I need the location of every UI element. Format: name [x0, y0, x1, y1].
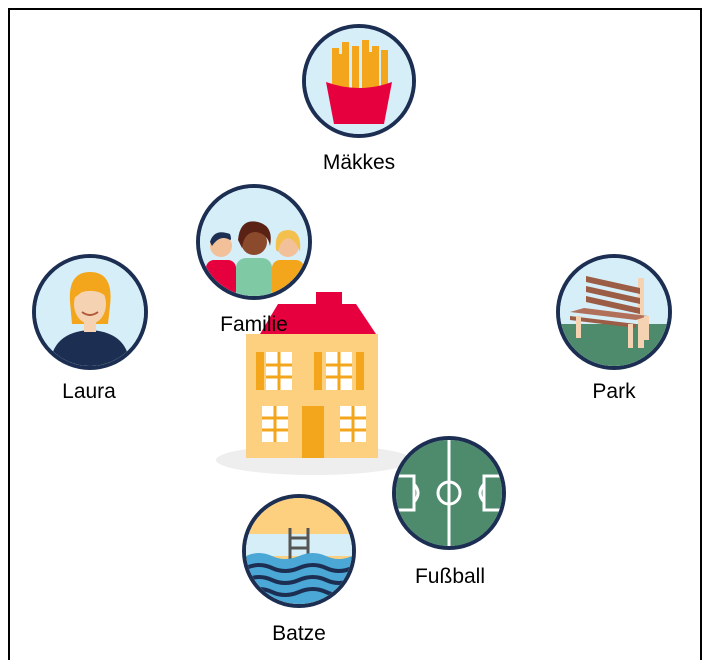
football-field-icon [396, 440, 502, 546]
family-icon [200, 188, 308, 296]
label-familie: Familie [220, 313, 288, 336]
house-icon [216, 288, 412, 478]
node-batze [242, 494, 356, 608]
node-fussball [392, 436, 506, 550]
fries-icon [306, 28, 412, 134]
label-batze: Batze [272, 622, 326, 645]
node-familie [196, 184, 312, 300]
label-fussball: Fußball [414, 565, 486, 588]
swimming-pool-icon [246, 498, 352, 604]
label-laura: Laura [62, 380, 116, 403]
diagram-frame [8, 8, 702, 660]
node-maekkes [302, 24, 416, 138]
node-park [556, 254, 672, 370]
label-maekkes: Mäkkes [322, 151, 396, 174]
person-icon [36, 258, 144, 366]
node-laura [32, 254, 148, 370]
label-park: Park [592, 380, 636, 403]
park-bench-icon [560, 258, 668, 366]
